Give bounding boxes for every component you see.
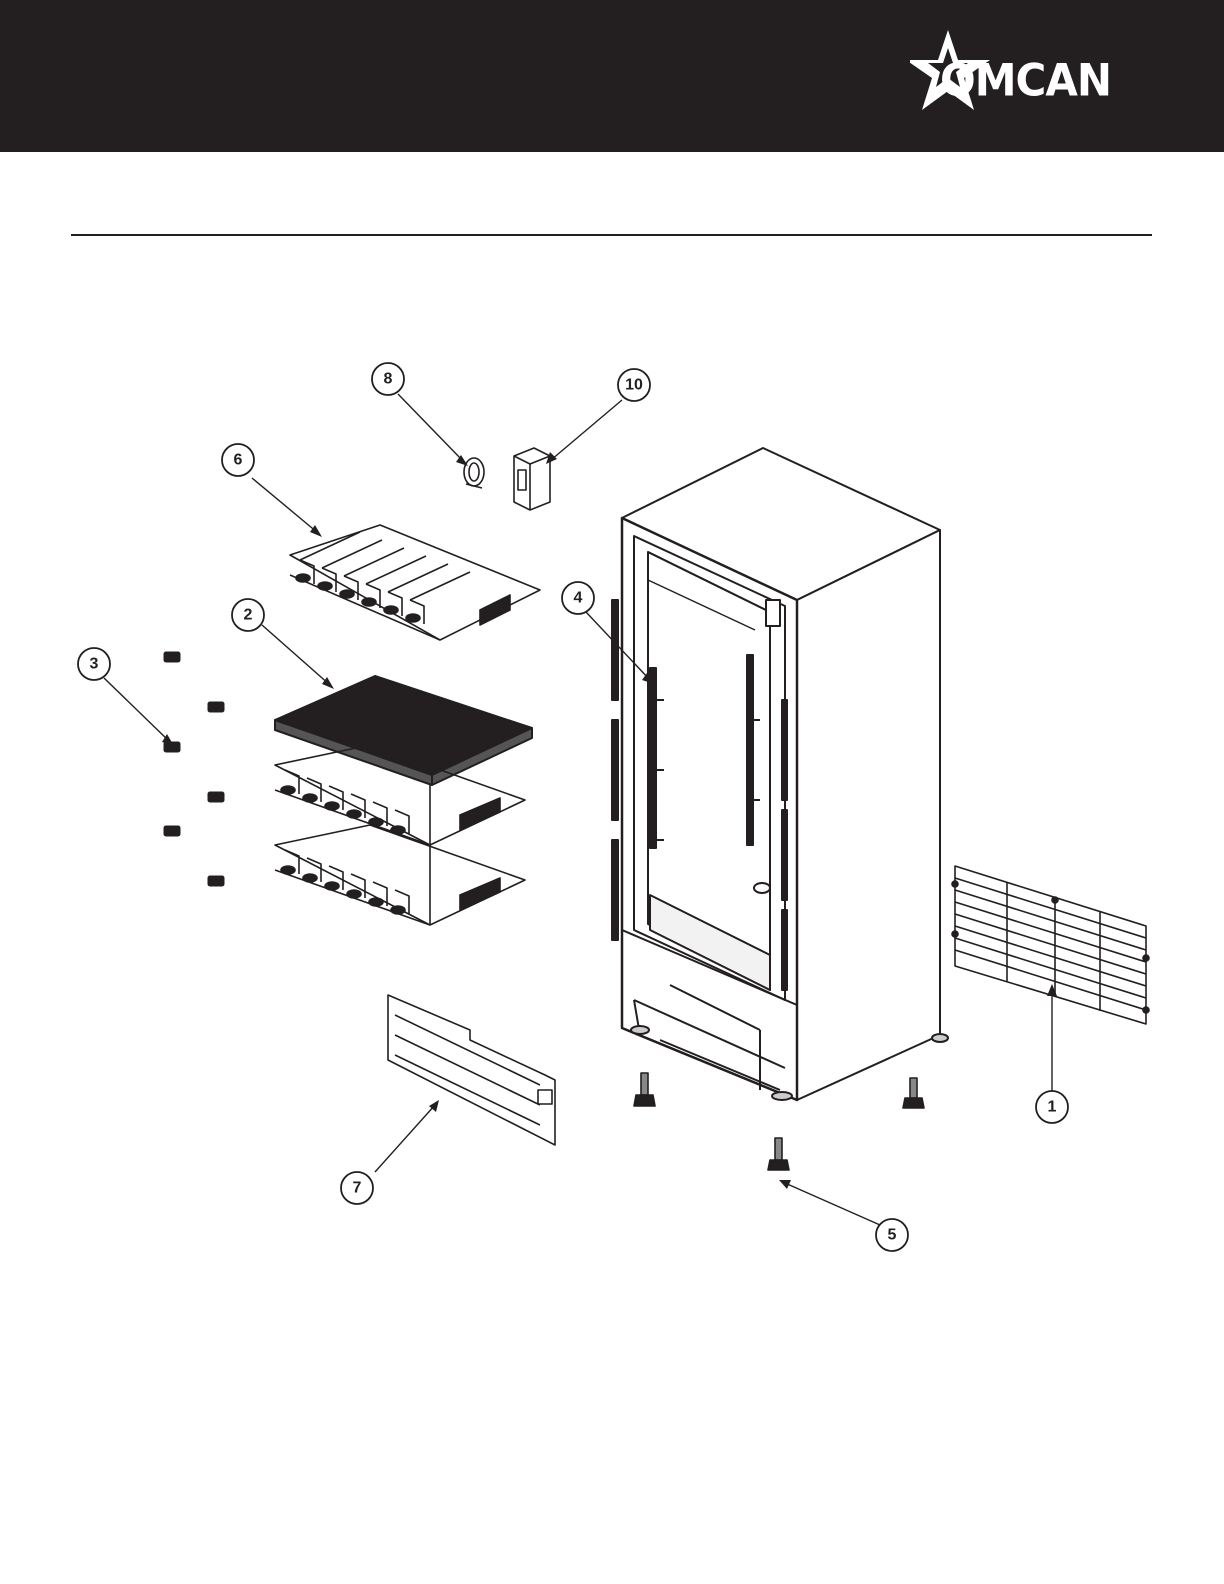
callout-number-3: 3 (90, 656, 99, 673)
callout-number-7: 7 (353, 1180, 362, 1197)
controller-box (514, 448, 550, 510)
callout-number-8: 8 (384, 371, 393, 388)
rear-grille (952, 866, 1149, 1024)
callout-number-2: 2 (244, 607, 253, 624)
callout-number-6: 6 (234, 452, 243, 469)
wire-shelf (275, 676, 532, 785)
callout-number-1: 1 (1048, 1099, 1057, 1116)
kick-plate (388, 995, 555, 1145)
callout-number-5: 5 (888, 1227, 897, 1244)
callout-number-4: 4 (574, 590, 583, 607)
bottle-rack-top (290, 525, 540, 640)
shelf-clips (164, 652, 224, 886)
light-bulb (464, 458, 484, 488)
cabinet-body (612, 448, 948, 1100)
callout-number-10: 10 (625, 377, 643, 394)
